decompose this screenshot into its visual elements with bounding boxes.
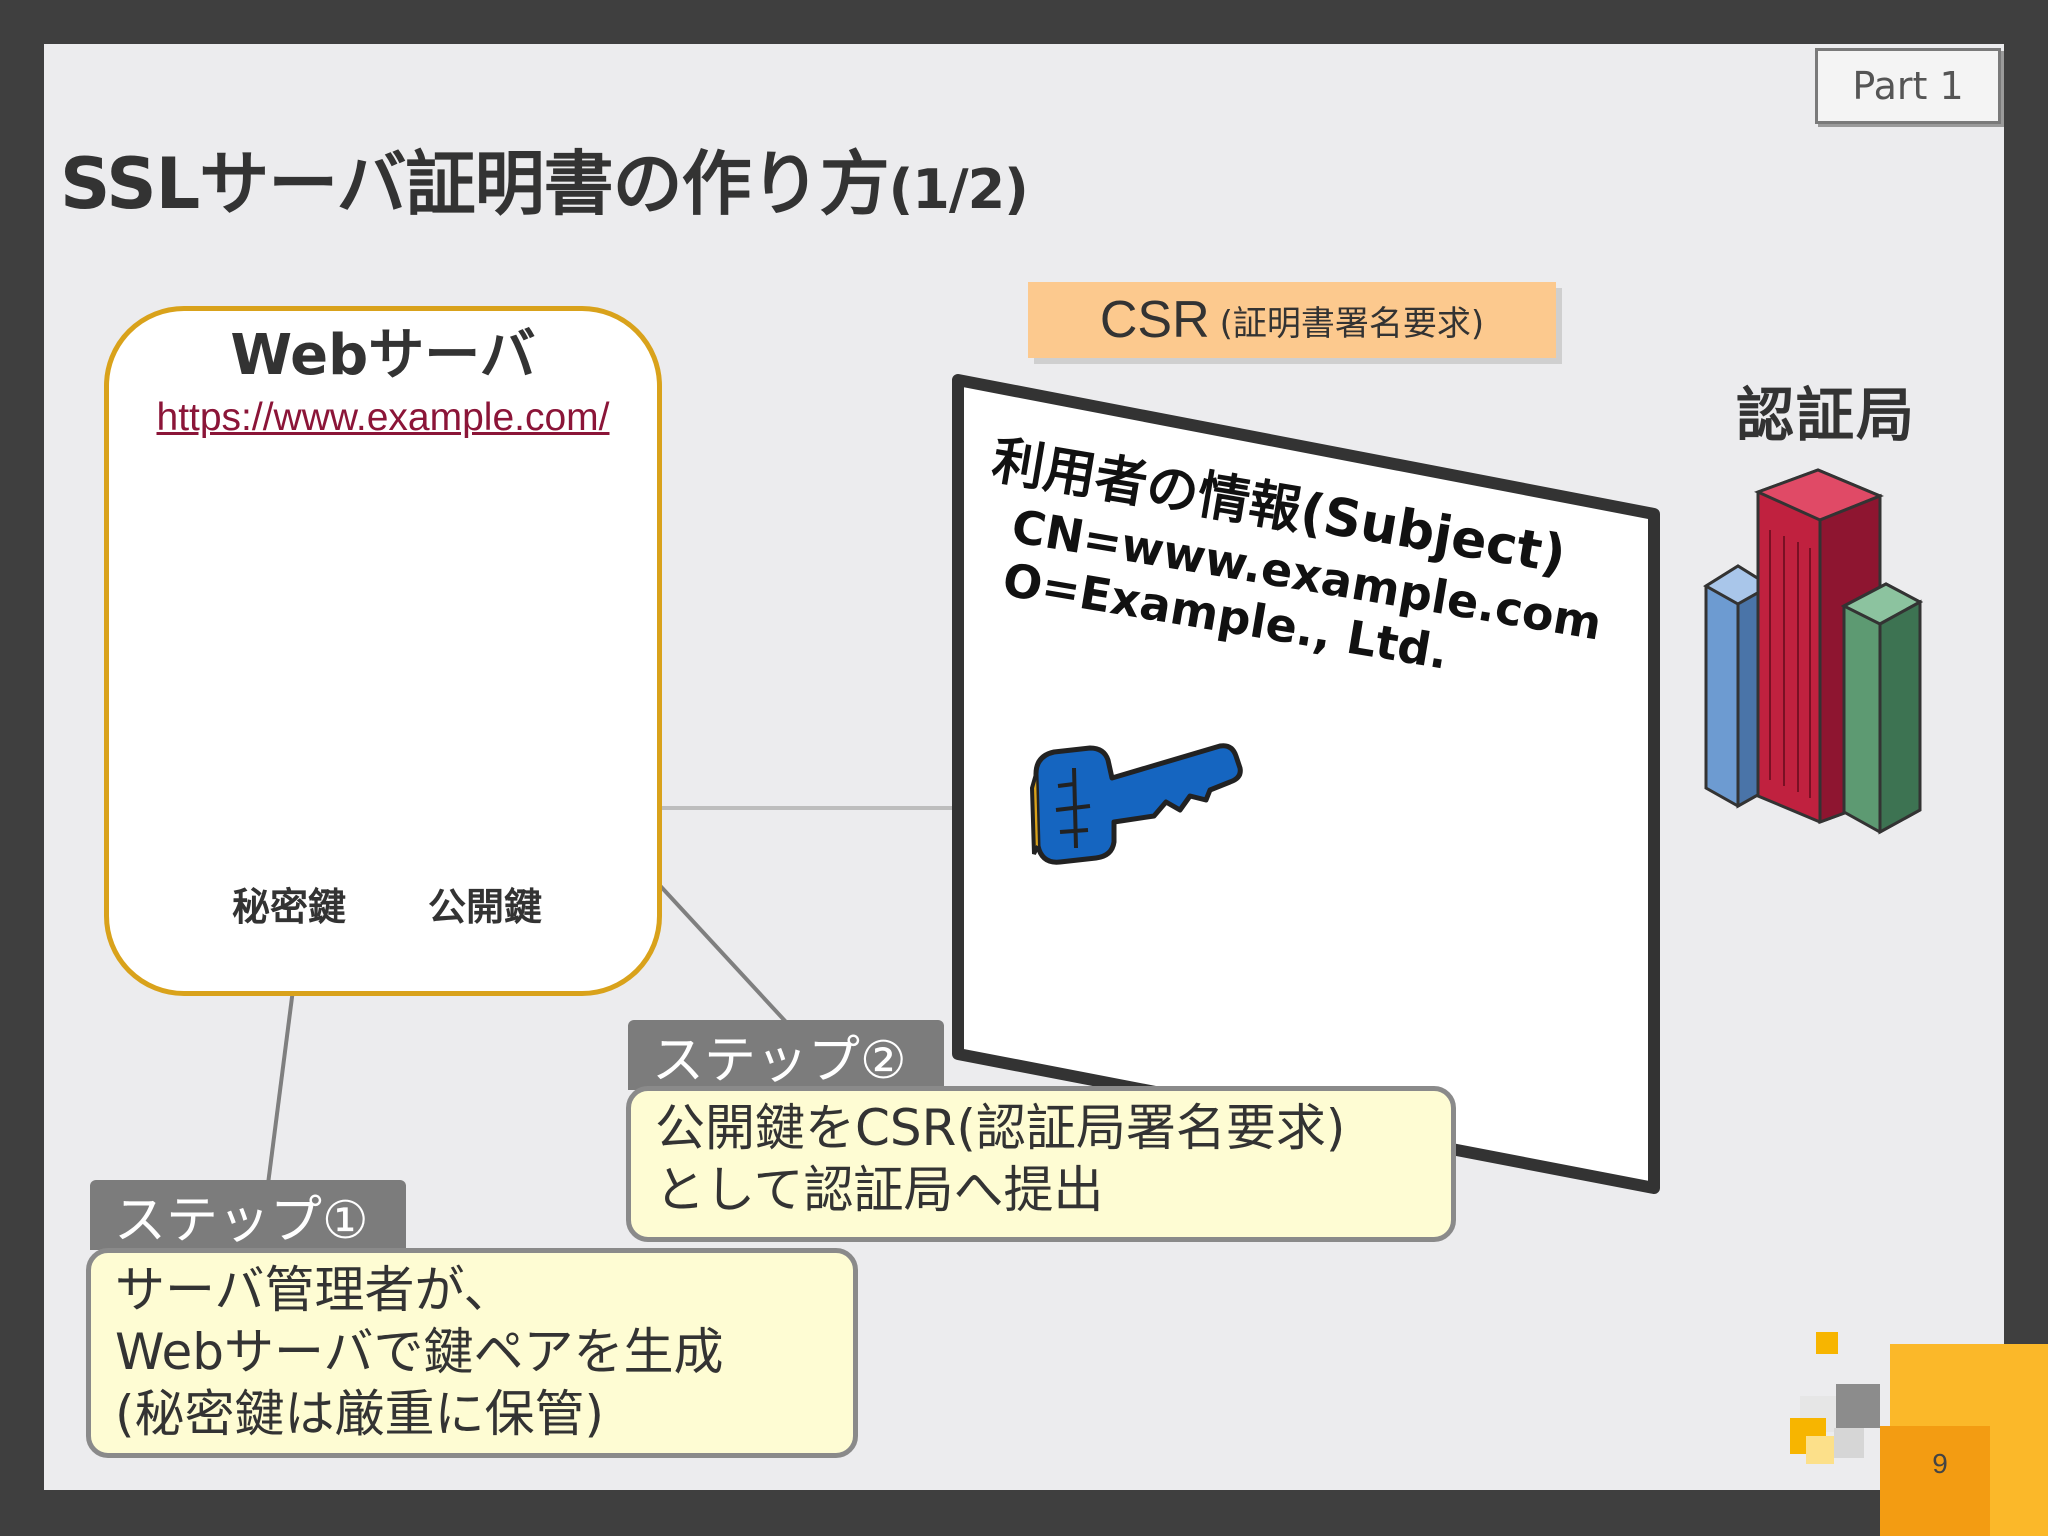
public-key-label: 公開鍵 <box>428 885 543 929</box>
page-number: 9 <box>1932 1448 1948 1479</box>
csr-banner-sub: (証明書署名要求) <box>1219 303 1485 344</box>
part-badge: Part 1 <box>1815 48 2001 124</box>
page-title: SSLサーバ証明書の作り方(1/2) <box>60 128 1029 229</box>
step2-tab: ステップ② <box>628 1020 944 1091</box>
step1-line2: Webサーバで鍵ペアを生成 <box>115 1323 724 1381</box>
csr-public-key-icon <box>1029 743 1243 865</box>
buildings-icon <box>1703 468 1924 835</box>
web-server-url-link[interactable]: https://www.example.com/ <box>156 396 610 439</box>
step1-tab: ステップ① <box>90 1180 406 1251</box>
step2-line1: 公開鍵をCSR(認証局署名要求) <box>655 1099 1346 1157</box>
csr-banner-main: CSR <box>1099 291 1210 349</box>
step1-box: サーバ管理者が、 Webサーバで鍵ペアを生成 (秘密鍵は厳重に保管) <box>86 1248 858 1458</box>
step1-line3: (秘密鍵は厳重に保管) <box>115 1385 605 1443</box>
step1-line1: サーバ管理者が、 <box>115 1261 514 1319</box>
page-title-main: SSLサーバ証明書の作り方 <box>60 143 890 225</box>
web-server-title: Webサーバ <box>230 323 536 388</box>
step2-line2: として認証局へ提出 <box>655 1161 1104 1219</box>
decorative-squares <box>1790 1332 2048 1536</box>
page-title-suffix: (1/2) <box>888 158 1029 221</box>
private-key-label: 秘密鍵 <box>232 885 347 929</box>
ca-label: 認証局 <box>1736 381 1917 449</box>
csr-banner: CSR (証明書署名要求) <box>1028 282 1556 358</box>
web-server-box <box>104 306 662 996</box>
step2-box: 公開鍵をCSR(認証局署名要求) として認証局へ提出 <box>626 1086 1456 1242</box>
csr-document <box>952 374 1660 1194</box>
